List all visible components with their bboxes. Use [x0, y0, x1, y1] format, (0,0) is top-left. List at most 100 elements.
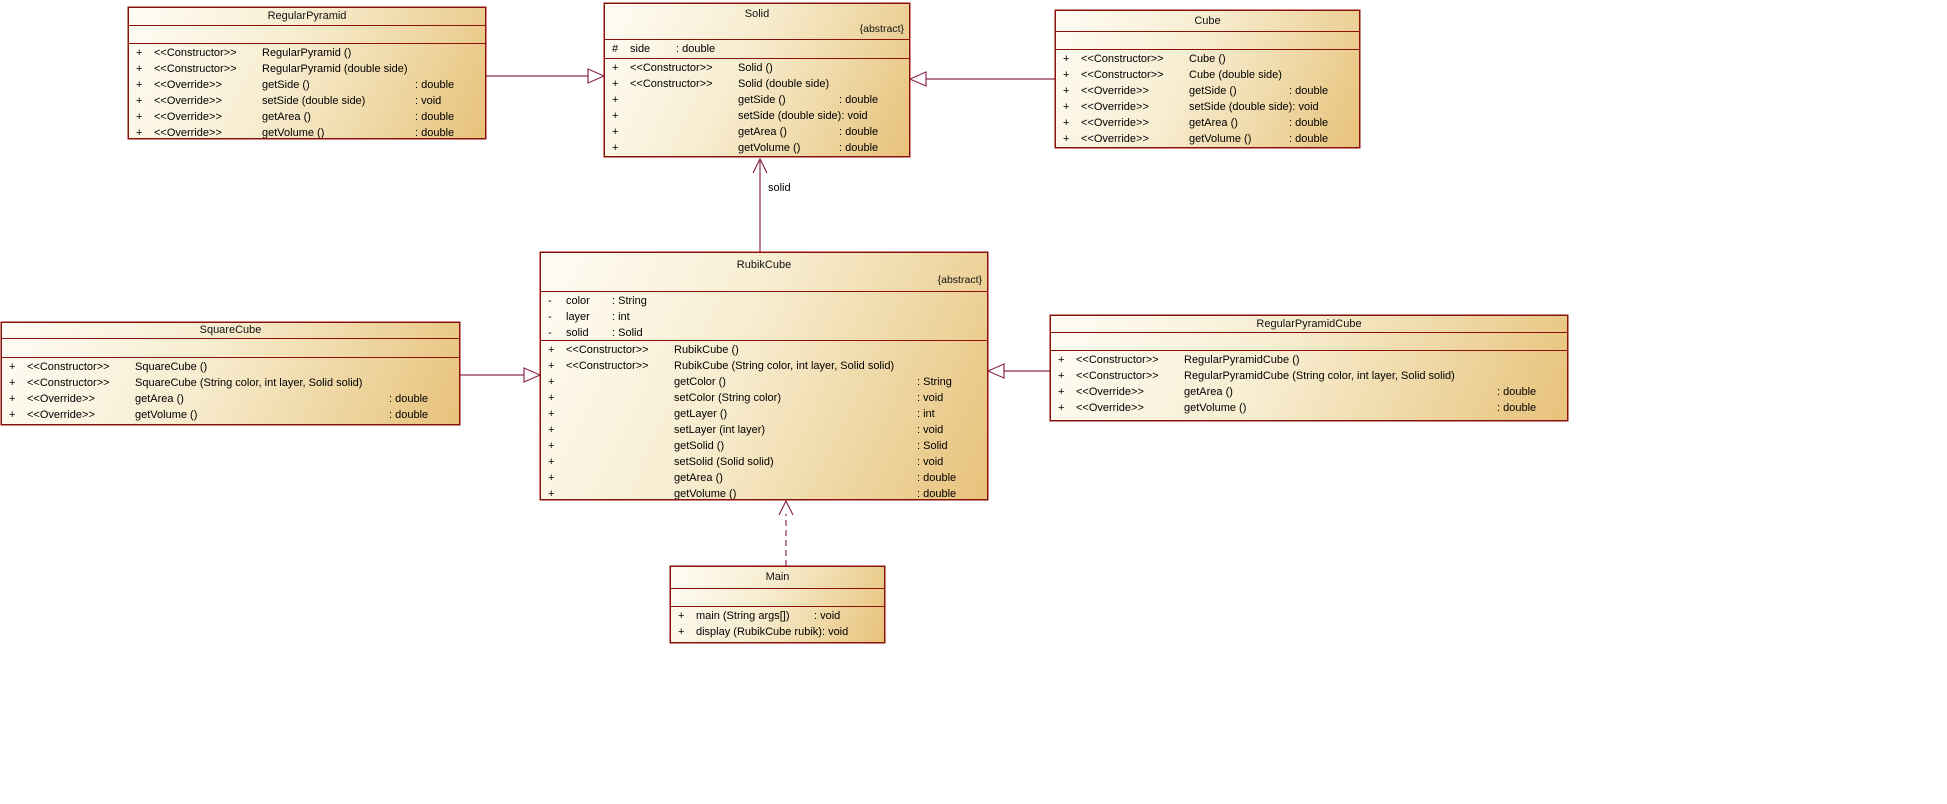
return-type: : String — [917, 376, 952, 388]
method-row: +getSolid (): Solid — [541, 438, 987, 454]
visibility-marker: + — [548, 456, 555, 468]
method-signature: getSide () — [738, 94, 786, 106]
return-type — [917, 358, 979, 374]
return-type — [839, 60, 901, 76]
visibility-marker: + — [548, 408, 555, 420]
method-row: +<<Override>>getVolume (): double — [129, 125, 485, 138]
method-row: +setSide (double side): void — [605, 108, 909, 124]
method-row: +<<Constructor>>SquareCube () — [2, 359, 459, 375]
return-type — [839, 76, 901, 92]
return-type: : double — [839, 126, 879, 138]
method-row: +main (String args[]): void — [671, 608, 884, 624]
method-signature: RegularPyramidCube () — [1184, 354, 1300, 366]
visibility-marker: - — [548, 327, 552, 339]
method-row: +<<Override>>getArea (): double — [1051, 384, 1567, 400]
stereotype — [566, 406, 674, 422]
attributes-compartment — [671, 588, 884, 606]
class-title-compartment: RegularPyramidCube — [1051, 316, 1567, 332]
visibility-marker: + — [9, 409, 16, 421]
attribute-type: : String — [612, 295, 647, 307]
visibility-marker: + — [1063, 69, 1070, 81]
stereotype: <<Constructor>> — [566, 360, 649, 372]
method-signature: RubikCube () — [674, 344, 739, 356]
stereotype: <<Override>> — [1081, 101, 1149, 113]
return-type: : double — [415, 111, 455, 123]
method-row: +display (RubikCube rubik): void — [671, 624, 884, 640]
stereotype — [630, 140, 738, 156]
return-type: : int — [917, 408, 935, 420]
method-signature: display (RubikCube rubik) — [696, 626, 822, 638]
method-row: +<<Constructor>>RegularPyramidCube (Stri… — [1051, 368, 1567, 384]
method-row: +<<Override>>setSide (double side): void — [129, 93, 485, 109]
methods-compartment: +<<Constructor>>SquareCube ()+<<Construc… — [2, 357, 459, 424]
return-type: : void — [917, 392, 944, 404]
return-type: : void — [814, 610, 841, 622]
class-box-square-cube[interactable]: SquareCube+<<Constructor>>SquareCube ()+… — [1, 322, 460, 425]
visibility-marker: + — [9, 377, 16, 389]
return-type: : void — [841, 110, 868, 122]
stereotype: <<Constructor>> — [1081, 69, 1164, 81]
visibility-marker: + — [612, 94, 619, 106]
class-box-solid[interactable]: Solid{abstract}#side: double+<<Construct… — [604, 3, 910, 157]
stereotype — [566, 438, 674, 454]
class-box-cube[interactable]: Cube+<<Constructor>>Cube ()+<<Constructo… — [1055, 10, 1360, 148]
visibility-marker: + — [1058, 402, 1065, 414]
method-signature: getVolume () — [262, 127, 325, 138]
method-signature: getVolume () — [738, 142, 801, 154]
class-box-main[interactable]: Main+main (String args[]): void+display … — [670, 566, 885, 643]
method-signature: getVolume () — [1189, 133, 1252, 145]
attributes-compartment — [129, 25, 485, 43]
method-signature: getSide () — [262, 79, 310, 91]
class-box-rubik-cube[interactable]: RubikCube{abstract}-color: String-layer:… — [540, 252, 988, 500]
stereotype: <<Override>> — [154, 111, 222, 123]
stereotype: <<Constructor>> — [630, 62, 713, 74]
attributes-compartment — [2, 338, 459, 357]
method-row: + <<Constructor>> SquareCube (String color… — [2, 375, 459, 391]
stereotype: <<Constructor>> — [1076, 354, 1159, 366]
stereotype: <<Constructor>> — [27, 377, 110, 389]
class-name: RubikCube — [736, 258, 792, 271]
method-row: +<<Override>>getVolume (): double — [2, 407, 459, 423]
return-type — [1289, 51, 1351, 67]
method-row: +<<Constructor>>RegularPyramid (double s… — [129, 61, 485, 77]
method-row: +getArea (): double — [605, 124, 909, 140]
stereotype: <<Constructor>> — [154, 47, 237, 59]
generalization-squarecube-rubikcube — [460, 367, 542, 383]
return-type: : void — [415, 95, 442, 107]
method-signature: setSide (double side) — [738, 110, 842, 122]
visibility-marker: + — [612, 78, 619, 90]
visibility-marker: + — [9, 393, 16, 405]
class-title-compartment: Cube — [1056, 11, 1359, 31]
class-box-regular-pyramid[interactable]: RegularPyramid+<<Constructor>>RegularPyr… — [128, 7, 486, 139]
stereotype: <<Override>> — [154, 95, 222, 107]
visibility-marker: + — [136, 111, 143, 123]
return-type — [1289, 67, 1351, 83]
method-row: +<<Override>>getArea (): double — [129, 109, 485, 125]
return-type: : double — [389, 393, 429, 405]
return-type — [389, 375, 451, 391]
visibility-marker: + — [136, 127, 143, 138]
abstract-tag: {abstract} — [859, 23, 904, 35]
visibility-marker: + — [548, 344, 555, 356]
methods-compartment: + <<Constructor>> RegularPyramidCube () +<<… — [1051, 350, 1567, 420]
generalization-cube-solid — [908, 71, 1055, 87]
method-row: +getVolume (): double — [605, 140, 909, 156]
method-signature: SquareCube (String color, int layer, Sol… — [135, 377, 363, 389]
return-type: : Solid — [917, 440, 948, 452]
visibility-marker: + — [1063, 53, 1070, 65]
visibility-marker: + — [136, 63, 143, 75]
method-row: +<<Constructor>>RegularPyramid () — [129, 45, 485, 61]
visibility-marker: - — [548, 311, 552, 323]
method-signature: getArea () — [1189, 117, 1238, 129]
visibility-marker: + — [548, 472, 555, 484]
visibility-marker: + — [9, 361, 16, 373]
return-type — [415, 45, 477, 61]
method-row: +<<Override>>setSide (double side): void — [1056, 99, 1359, 115]
attribute-type: : int — [612, 311, 630, 323]
visibility-marker: + — [1058, 354, 1065, 366]
attribute-row: -layer: int — [541, 309, 987, 325]
class-box-regular-pyramid-cube[interactable]: RegularPyramidCube+<<Constructor>>Regula… — [1050, 315, 1568, 421]
attribute-name: side — [630, 43, 651, 55]
method-signature: RegularPyramidCube (String color, int la… — [1184, 370, 1455, 382]
